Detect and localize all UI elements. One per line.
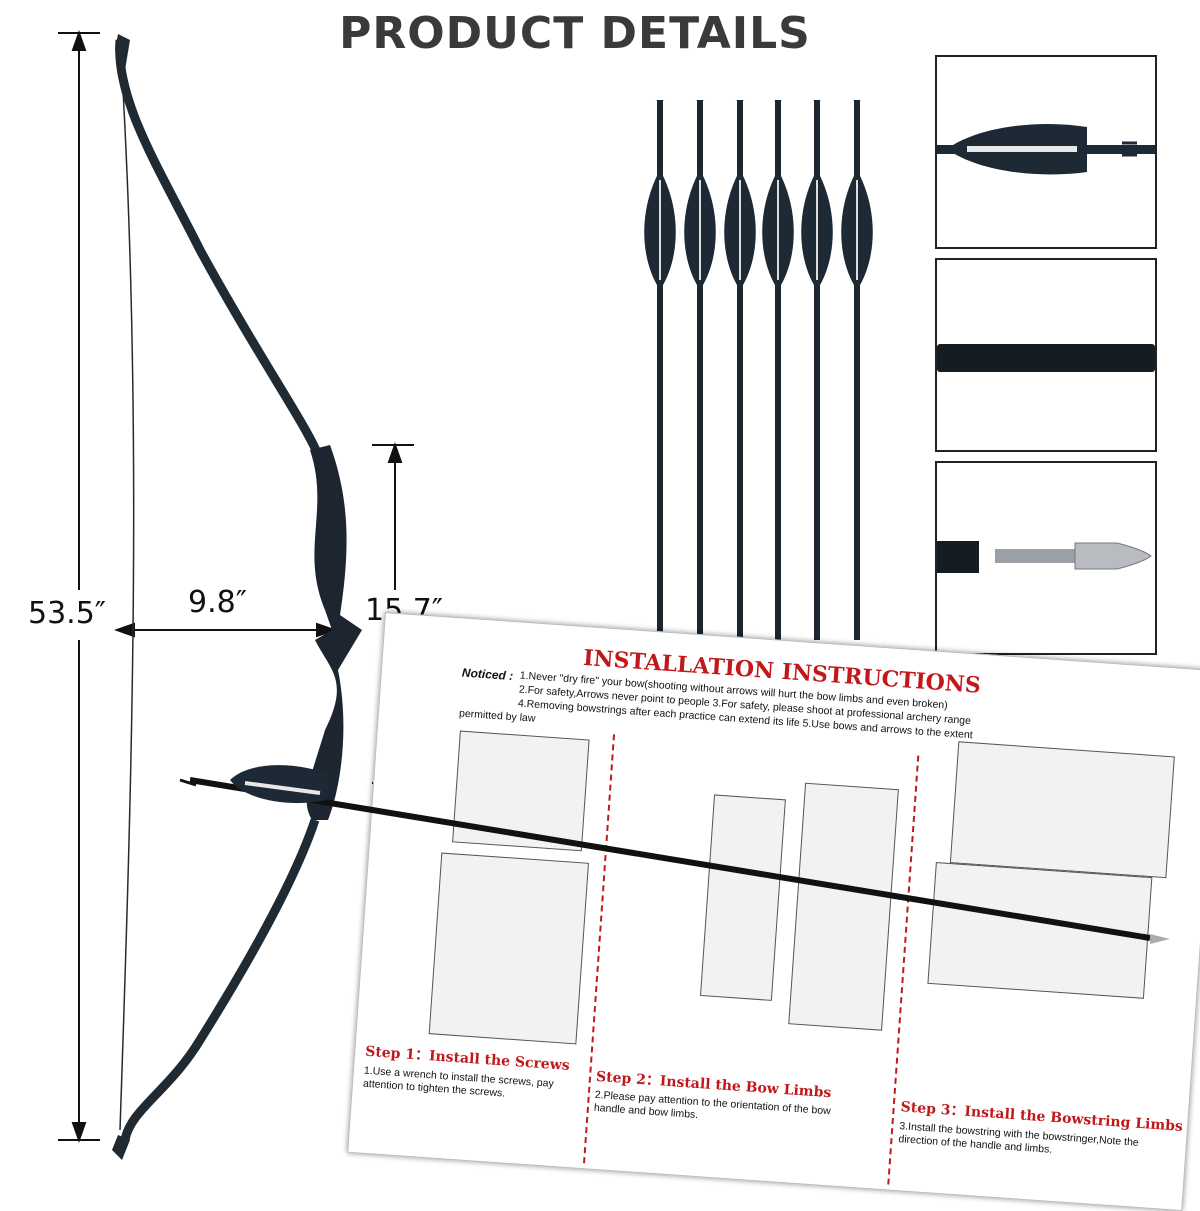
arrows-image <box>644 100 873 640</box>
width-dimension-label: 9.8″ <box>188 585 247 620</box>
page-title: PRODUCT DETAILS <box>339 8 811 59</box>
recurve-bow-image <box>112 34 362 1160</box>
shaft-detail-image <box>935 258 1157 452</box>
arrowhead-detail-image <box>935 461 1157 655</box>
height-dimension-label: 53.5″ <box>28 596 107 631</box>
fletching-detail-image <box>935 55 1157 249</box>
